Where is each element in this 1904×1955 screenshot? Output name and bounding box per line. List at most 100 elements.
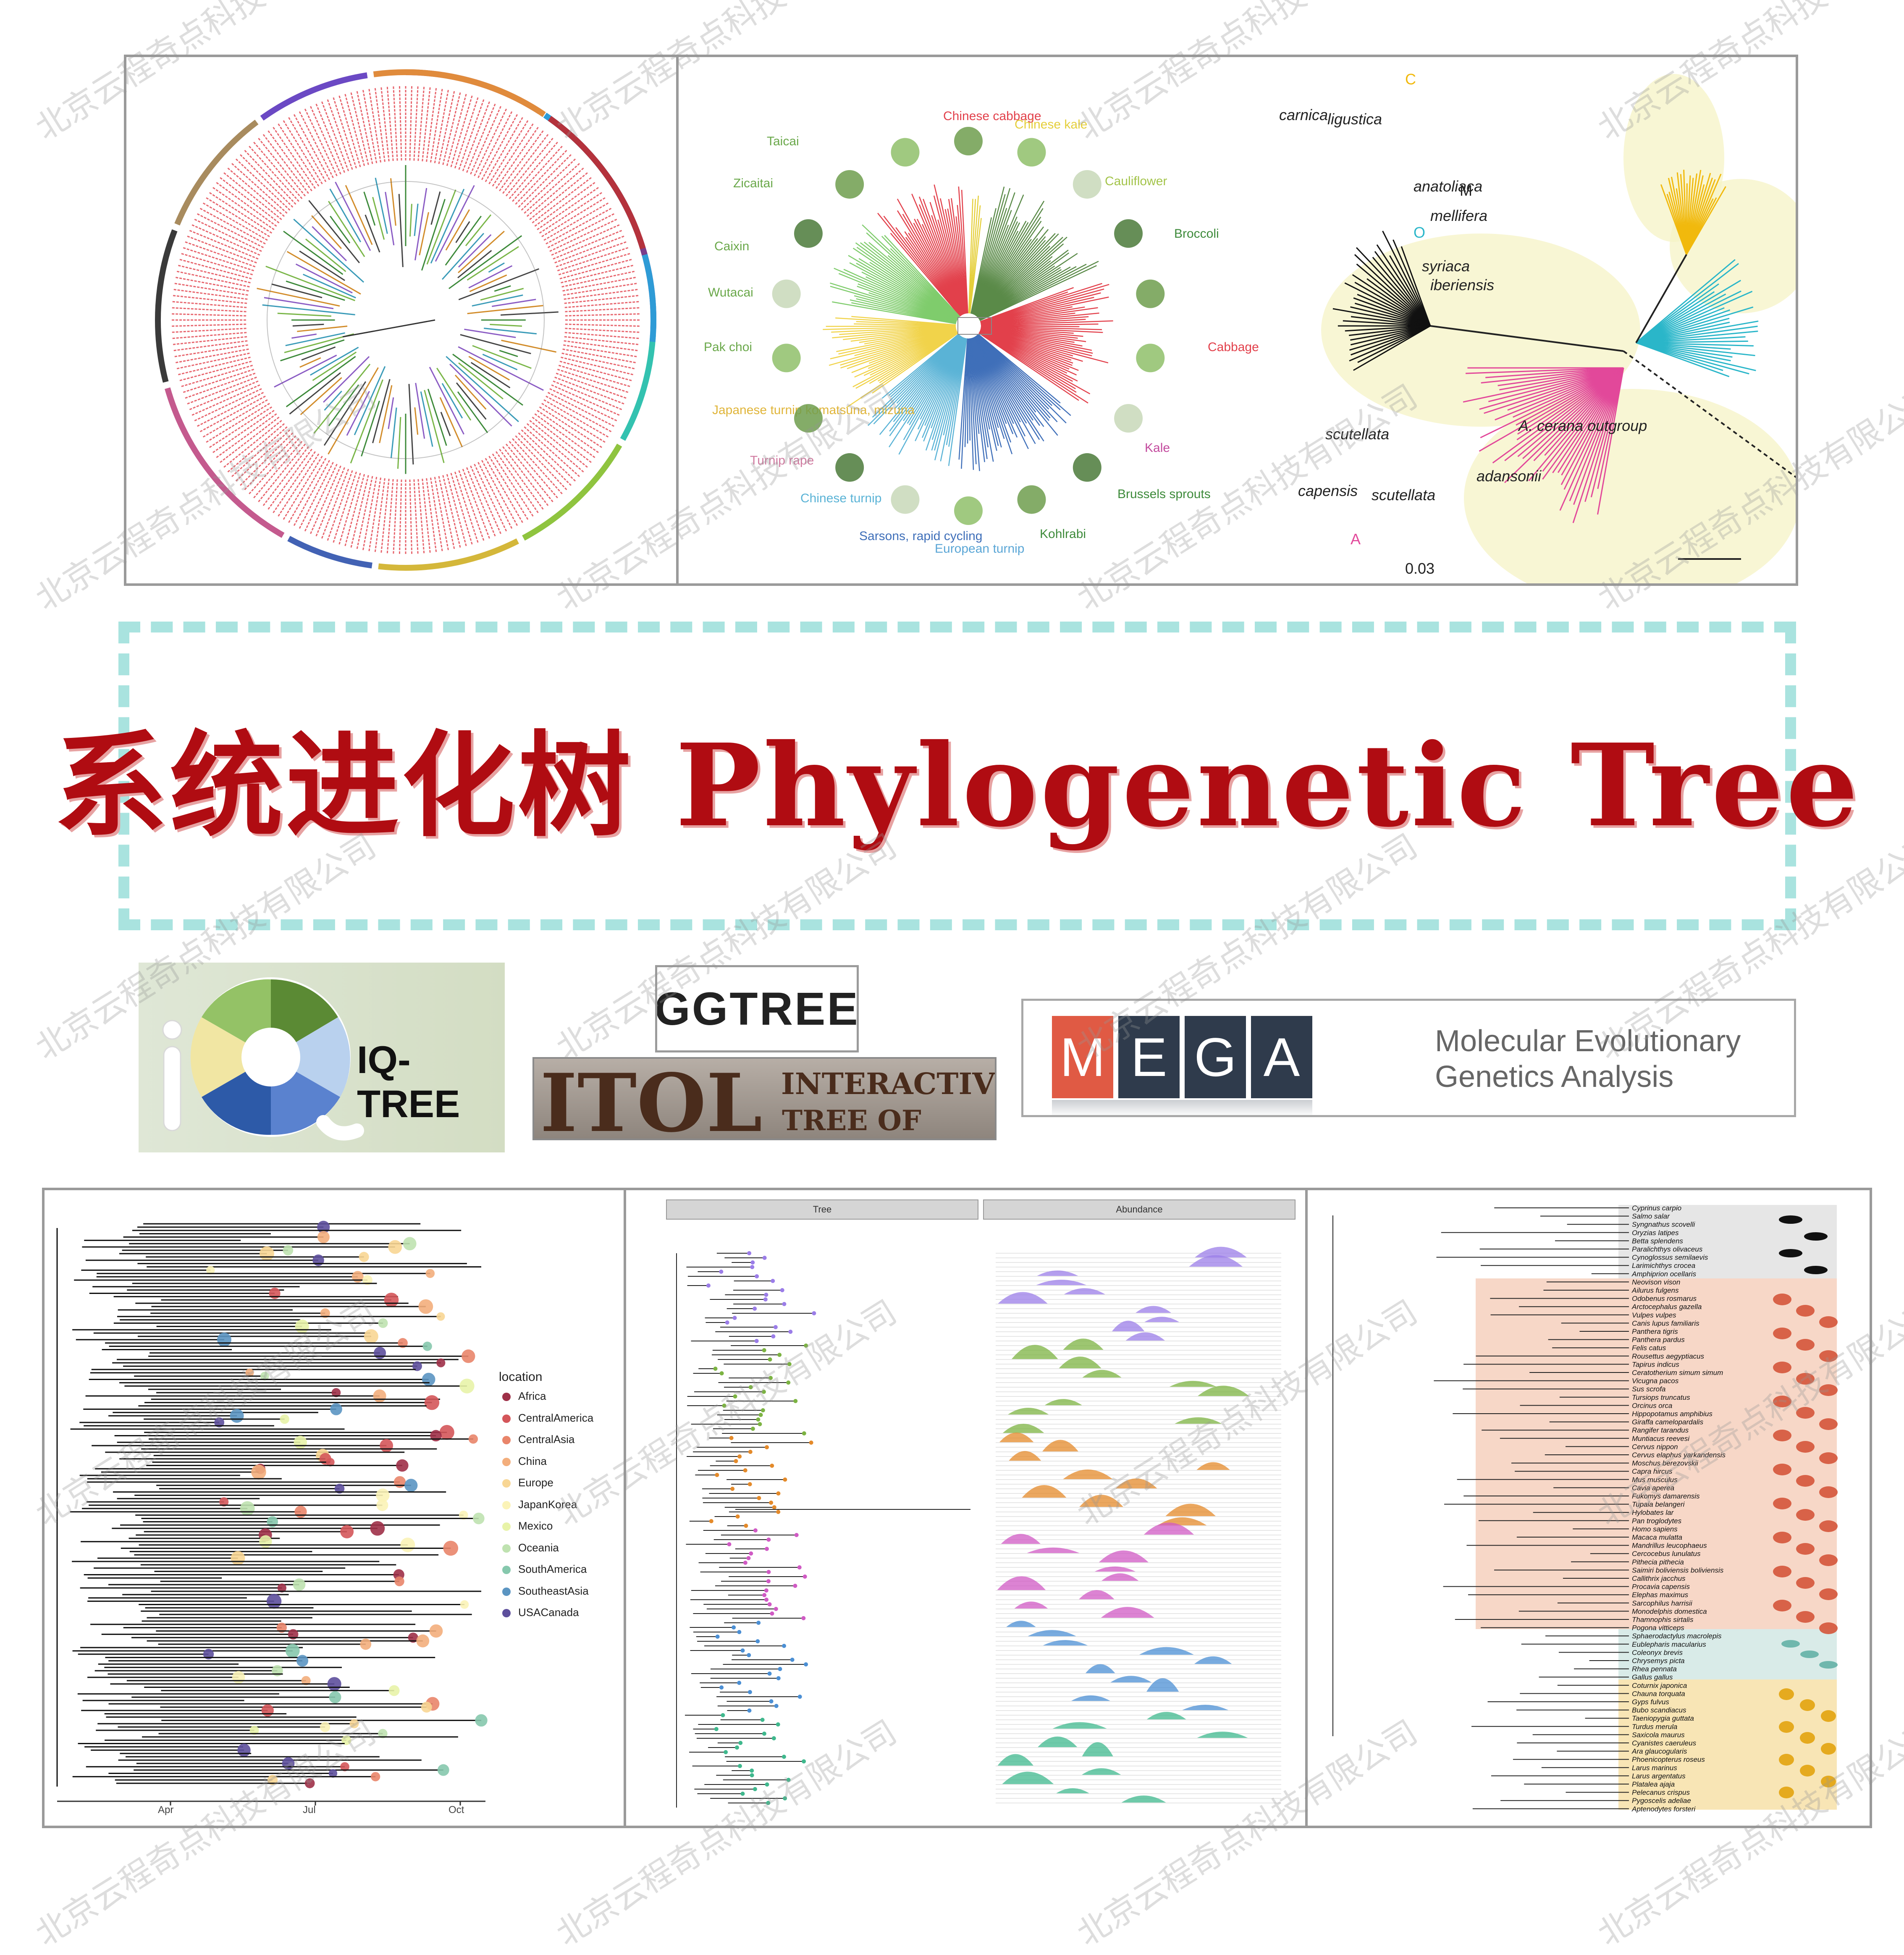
tip-point xyxy=(812,1311,816,1315)
legend-label: JapanKorea xyxy=(518,1498,577,1511)
legend-label: Mexico xyxy=(518,1519,553,1532)
tree-branch xyxy=(429,367,464,435)
tip-label-mark xyxy=(565,328,641,333)
tree-branch xyxy=(285,332,345,346)
bird-silhouette-icon xyxy=(1779,1688,1794,1700)
tip-label-mark xyxy=(211,409,275,454)
fan-branch xyxy=(893,335,961,422)
tip-point xyxy=(748,1450,753,1454)
fan-branch xyxy=(969,338,980,434)
tip-point xyxy=(787,1362,792,1366)
clade-a-branch xyxy=(1479,367,1624,452)
tree-branch xyxy=(293,218,365,283)
tip-point xyxy=(714,1727,719,1731)
cultivar-label: Caixin xyxy=(714,239,749,253)
species-label: Sphaerodactylus macrolepis xyxy=(1632,1632,1722,1640)
tip-point xyxy=(261,1704,274,1717)
tree-branch xyxy=(361,400,380,457)
tree-branch xyxy=(310,346,359,376)
tree-branch xyxy=(297,325,348,332)
tip-label-mark xyxy=(399,479,402,555)
fan-branch xyxy=(890,233,961,317)
tip-point xyxy=(312,1254,324,1266)
tree-branch xyxy=(501,311,559,316)
tip-label-mark xyxy=(215,181,277,227)
species-label: Chauna torquata xyxy=(1632,1690,1685,1698)
species-label: Rousettus aegyptiacus xyxy=(1632,1352,1704,1360)
clade-a-branch xyxy=(1463,367,1624,403)
vegetable-icon xyxy=(794,404,823,433)
fan-branch xyxy=(904,231,962,316)
density-ridge xyxy=(1079,1495,1123,1507)
mammal-silhouette-icon xyxy=(1796,1611,1815,1623)
mammal-silhouette-icon xyxy=(1796,1407,1815,1419)
fan-branch xyxy=(888,333,960,396)
tree-branch xyxy=(445,215,482,266)
fan-branch xyxy=(979,331,1077,375)
tip-label-mark xyxy=(450,472,473,546)
fan-branch xyxy=(849,262,958,321)
species-label: Taeniopygia guttata xyxy=(1632,1714,1694,1722)
species-label: Vulpes vulpes xyxy=(1632,1311,1676,1319)
tip-point xyxy=(793,1584,797,1588)
fan-branch xyxy=(980,329,1072,361)
tip-label-mark xyxy=(561,357,635,376)
legend-item: China xyxy=(502,1455,547,1468)
tip-label-mark xyxy=(561,270,636,288)
tree-branch xyxy=(446,356,519,422)
bee-label: scutellata xyxy=(1372,486,1435,504)
species-label: Vicugna pacos xyxy=(1632,1377,1679,1385)
mammal-silhouette-icon xyxy=(1796,1373,1815,1385)
tip-point xyxy=(384,1292,399,1307)
fan-branch xyxy=(897,335,961,409)
bird-silhouette-icon xyxy=(1779,1787,1794,1798)
tip-point xyxy=(232,1671,245,1684)
fan-branch xyxy=(929,202,965,314)
fan-branch xyxy=(976,335,1058,422)
fan-branch xyxy=(911,194,964,315)
mega-letter-a: A xyxy=(1251,1016,1312,1098)
species-label: Capra hircus xyxy=(1632,1467,1673,1475)
tip-point xyxy=(782,1644,787,1648)
axis-tick-jul: Jul xyxy=(303,1804,316,1816)
fan-branch xyxy=(974,220,1027,315)
tip-label-mark xyxy=(488,119,529,184)
density-ridge xyxy=(1002,1771,1054,1784)
fan-branch xyxy=(976,229,1049,317)
fan-branch xyxy=(979,332,1076,389)
page-title: 系统进化树 Phylogenetic Tree xyxy=(54,694,1860,858)
legend-swatch xyxy=(502,1587,511,1596)
tree-branch xyxy=(274,354,337,388)
bird-silhouette-icon xyxy=(1800,1699,1815,1711)
clade-m-branch xyxy=(1349,325,1431,351)
tip-label-mark xyxy=(553,229,623,260)
tree-branch xyxy=(312,352,357,381)
tip-point xyxy=(783,1477,787,1482)
clade-m-branch xyxy=(1352,274,1431,327)
tip-point xyxy=(756,1417,761,1422)
clade-o-branch xyxy=(1636,340,1748,344)
density-ridge xyxy=(1139,1647,1194,1655)
tip-point xyxy=(364,1329,378,1344)
tip-label-mark xyxy=(564,301,640,308)
clade-a-branch xyxy=(1516,367,1624,441)
annotation-ring-segment xyxy=(642,254,656,342)
tree-branch xyxy=(301,346,336,361)
tip-label-mark xyxy=(262,446,309,507)
reptile-silhouette-icon xyxy=(1819,1661,1838,1669)
species-label: Sarcophilus harrisii xyxy=(1632,1599,1693,1607)
fan-branch xyxy=(969,218,982,314)
cultivar-label: Kohlrabi xyxy=(1040,527,1086,541)
bird-silhouette-icon xyxy=(1800,1765,1815,1777)
mammal-silhouette-icon xyxy=(1819,1350,1838,1362)
tip-label-mark xyxy=(426,478,437,554)
clade-m-branch xyxy=(1343,320,1431,327)
tip-point xyxy=(734,1745,739,1750)
clade-a-branch xyxy=(1573,367,1624,505)
fan-branch xyxy=(971,194,1006,314)
fan-branch xyxy=(869,332,958,384)
fan-branch xyxy=(881,333,959,399)
mega-reflection xyxy=(1052,1100,1312,1115)
tip-point xyxy=(408,1632,418,1643)
